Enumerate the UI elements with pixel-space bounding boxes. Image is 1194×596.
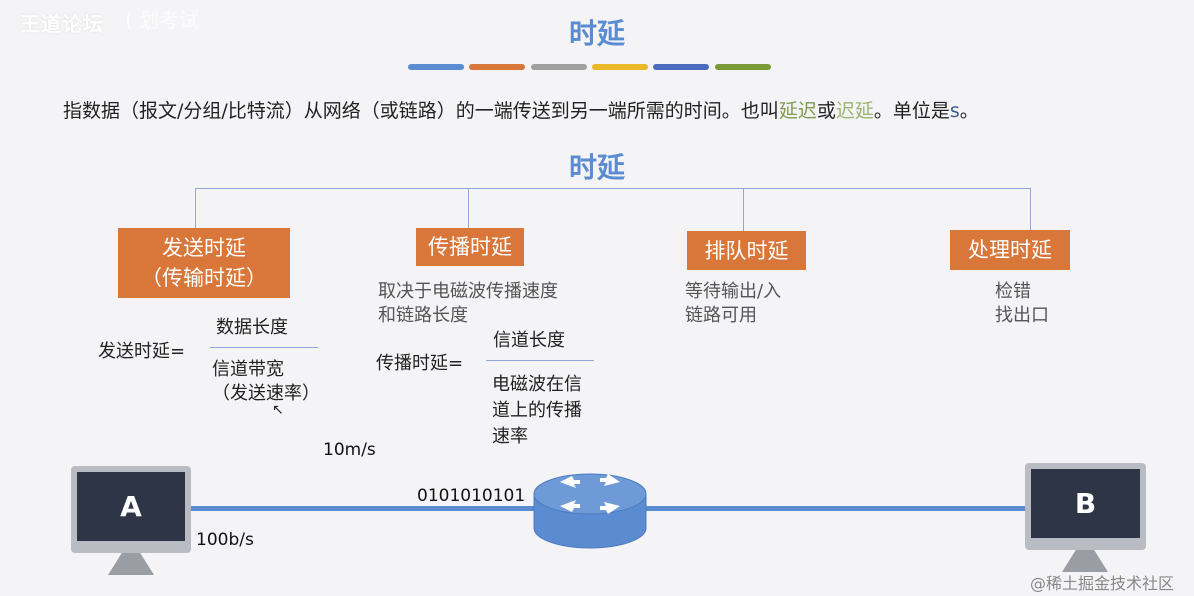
mouse-cursor-icon: ↖ xyxy=(272,402,284,418)
tree-connector xyxy=(195,188,1031,189)
color-bar-5 xyxy=(653,64,709,70)
box-label: 传播时延 xyxy=(428,235,512,259)
box-queue-delay: 排队时延 xyxy=(687,231,806,270)
term-delay: 延迟 xyxy=(778,100,817,122)
prop-fraction-bar xyxy=(486,360,594,361)
tree-branch-4 xyxy=(1030,188,1031,230)
color-bar-1 xyxy=(408,64,464,70)
send-formula-lhs: 发送时延= xyxy=(98,341,186,362)
monitor-stand xyxy=(1062,550,1108,572)
tree-root: 时延 xyxy=(568,151,625,184)
propagation-speed-label: 10m/s xyxy=(323,440,376,460)
box-label: 发送时延 xyxy=(162,236,246,260)
bits-label: 0101010101 xyxy=(417,486,526,506)
router-icon xyxy=(533,473,647,549)
send-formula-numerator: 数据长度 xyxy=(216,317,288,338)
definition-unit-label: 。单位是 xyxy=(873,100,950,122)
color-bar-3 xyxy=(531,64,587,70)
monitor-icon: A xyxy=(71,466,191,553)
send-fraction-bar xyxy=(210,347,318,348)
box-label: 处理时延 xyxy=(968,238,1052,262)
unit: s xyxy=(949,100,960,122)
tree-branch-2 xyxy=(468,188,469,228)
send-rate-label: 100b/s xyxy=(196,530,254,550)
processing-desc: 检错 找出口 xyxy=(995,280,1049,328)
box-send-delay: 发送时延 （传输时延） xyxy=(118,228,290,298)
slide-title: 时延 xyxy=(568,17,625,50)
box-processing-delay: 处理时延 xyxy=(950,230,1070,270)
send-formula-denominator: 信道带宽 （发送速率） xyxy=(212,358,320,406)
queue-desc: 等待输出/入 链路可用 xyxy=(685,280,781,328)
desc-line: 找出口 xyxy=(995,305,1049,326)
monitor-stand xyxy=(108,553,154,575)
definition-before: 指数据（报文/分组/比特流）从网络（或链路）的一端传送到另一端所需的时间。也叫 xyxy=(63,100,779,122)
watermark-logo: 王道论坛 xyxy=(20,12,104,36)
host-a: A xyxy=(71,466,191,575)
desc-line: 检错 xyxy=(995,281,1031,302)
term-latency: 迟延 xyxy=(835,100,874,122)
prop-formula-numerator: 信道长度 xyxy=(493,330,565,351)
denominator-line: 电磁波在信 xyxy=(492,374,582,395)
monitor-icon: B xyxy=(1025,463,1146,550)
box-label: 排队时延 xyxy=(704,238,789,263)
denominator-line: （发送速率） xyxy=(212,383,320,404)
color-bar-6 xyxy=(715,64,771,70)
denominator-line: 速率 xyxy=(492,426,528,447)
denominator-line: 道上的传播 xyxy=(492,400,582,421)
prop-formula-lhs: 传播时延= xyxy=(376,353,464,374)
propagation-desc: 取决于电磁波传播速度 和链路长度 xyxy=(378,280,558,328)
denominator-line: 信道带宽 xyxy=(212,359,284,380)
definition-end: 。 xyxy=(959,100,979,122)
desc-line: 和链路长度 xyxy=(378,305,468,326)
box-label-sub: （传输时延） xyxy=(141,266,267,290)
footer-watermark: @稀土掘金技术社区 xyxy=(1030,574,1175,593)
tree-branch-1 xyxy=(195,188,196,228)
color-bar-2 xyxy=(469,64,525,70)
prop-formula-denominator: 电磁波在信 道上的传播 速率 xyxy=(492,372,582,450)
desc-line: 取决于电磁波传播速度 xyxy=(378,281,558,302)
host-b-label: B xyxy=(1031,469,1140,538)
definition-text: 指数据（报文/分组/比特流）从网络（或链路）的一端传送到另一端所需的时间。也叫延… xyxy=(63,96,979,123)
desc-line: 等待输出/入 xyxy=(685,281,782,302)
watermark-sub: ( 划考试 xyxy=(125,8,200,32)
tree-branch-3 xyxy=(743,188,744,231)
host-a-label: A xyxy=(77,472,185,541)
host-b: B xyxy=(1025,463,1146,572)
desc-line: 链路可用 xyxy=(685,305,757,326)
color-bar-4 xyxy=(592,64,648,70)
box-propagation-delay: 传播时延 xyxy=(416,228,524,266)
definition-or: 或 xyxy=(816,100,836,122)
